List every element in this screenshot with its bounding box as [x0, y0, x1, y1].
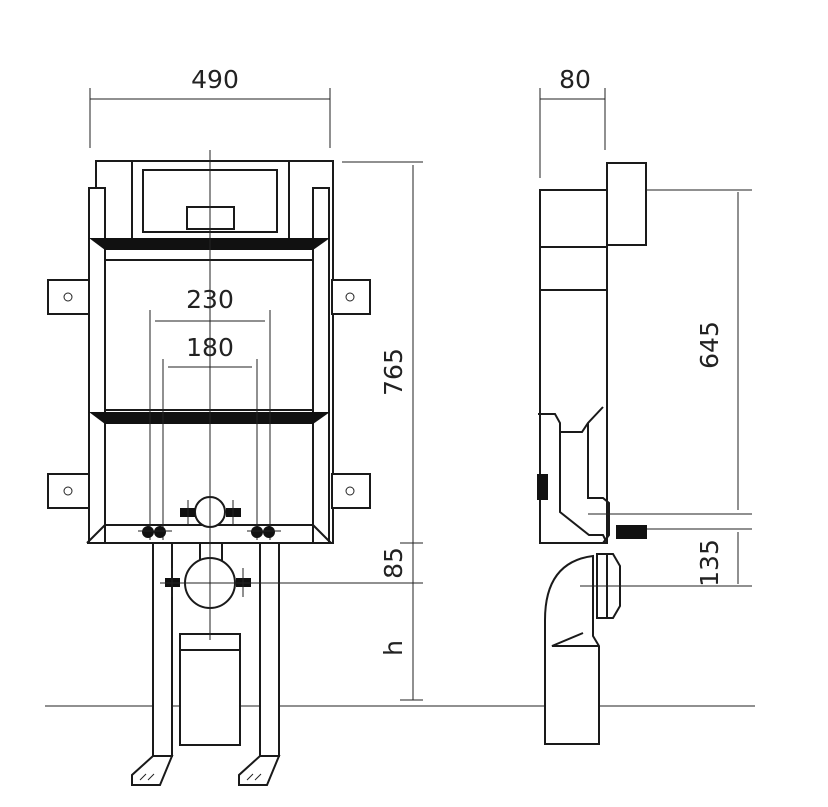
depth-label: 80 [559, 65, 591, 94]
width-dimension: 490 [89, 65, 331, 148]
side-dimensions: 645 135 [646, 189, 752, 587]
width-label: 490 [191, 65, 239, 94]
outlet-offset-label: 135 [695, 539, 724, 587]
side-cistern-top [606, 162, 647, 246]
depth-dimension: 80 [539, 65, 606, 178]
drain-offset-label: 85 [379, 547, 408, 579]
side-view: 80 645 135 [537, 65, 752, 745]
front-view: 490 [45, 65, 755, 786]
height-label: 765 [379, 348, 408, 396]
inlet-height-label: 645 [695, 321, 724, 369]
outlet-bend [544, 554, 600, 745]
side-frame [539, 189, 608, 544]
height-dimensions: 765 85 h [160, 161, 423, 701]
wall-brackets [47, 279, 371, 509]
floor-height-label: h [379, 640, 408, 656]
